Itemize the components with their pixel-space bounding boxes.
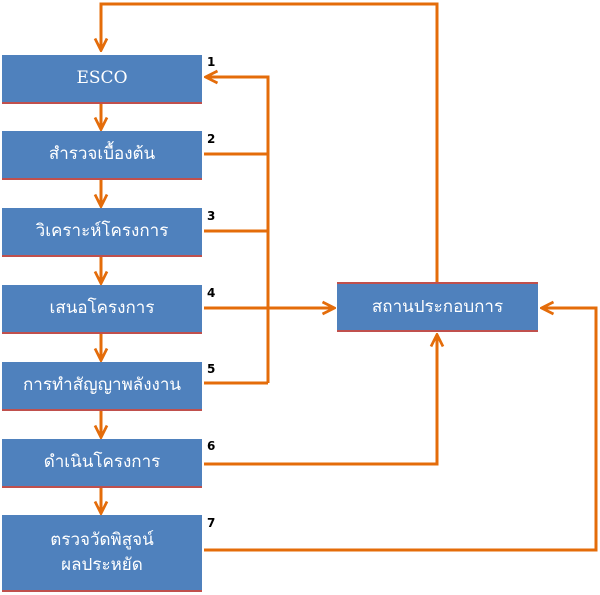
step-number-7: 7 [207, 516, 216, 530]
step-box-energy-contract[interactable]: การทำสัญญาพลังงาน [2, 362, 202, 411]
arrow-implementation-to-owner [204, 336, 437, 466]
step-label-3: วิเคราะห์โครงการ [35, 221, 169, 242]
arrow-verification-to-owner [204, 308, 598, 552]
step-number-3: 3 [207, 209, 216, 223]
step-number-1: 1 [207, 55, 216, 69]
step-number-2: 2 [207, 132, 216, 146]
step-label-7-line-2: ผลประหยัด [61, 554, 143, 575]
step-number-4: 4 [207, 286, 216, 300]
step-box-project-proposal[interactable]: เสนอโครงการ [2, 285, 202, 334]
step-box-project-analysis[interactable]: วิเคราะห์โครงการ [2, 208, 202, 257]
step-label-6: ดำเนินโครงการ [43, 452, 161, 473]
owner-box[interactable]: สถานประกอบการ [337, 282, 538, 332]
step-box-initial-survey[interactable]: สำรวจเบื้องต้น [2, 131, 202, 180]
step-label-1: ESCO [76, 68, 128, 89]
step-number-6: 6 [207, 439, 216, 453]
step-label-4: เสนอโครงการ [49, 298, 155, 319]
step-label-5: การทำสัญญาพลังงาน [22, 375, 181, 396]
step-label-2: สำรวจเบื้องต้น [48, 144, 156, 165]
loop-owner-to-esco [101, 2, 439, 282]
step-box-savings-verification[interactable]: ตรวจวัดพิสูจน์ ผลประหยัด [2, 515, 202, 592]
step-box-project-implementation[interactable]: ดำเนินโครงการ [2, 439, 202, 488]
step-label-7-line-1: ตรวจวัดพิสูจน์ [50, 529, 154, 550]
owner-label: สถานประกอบการ [371, 296, 504, 317]
feedback-bus-to-esco [207, 77, 270, 383]
step-box-esco[interactable]: ESCO [2, 55, 202, 104]
step-number-5: 5 [207, 362, 216, 376]
